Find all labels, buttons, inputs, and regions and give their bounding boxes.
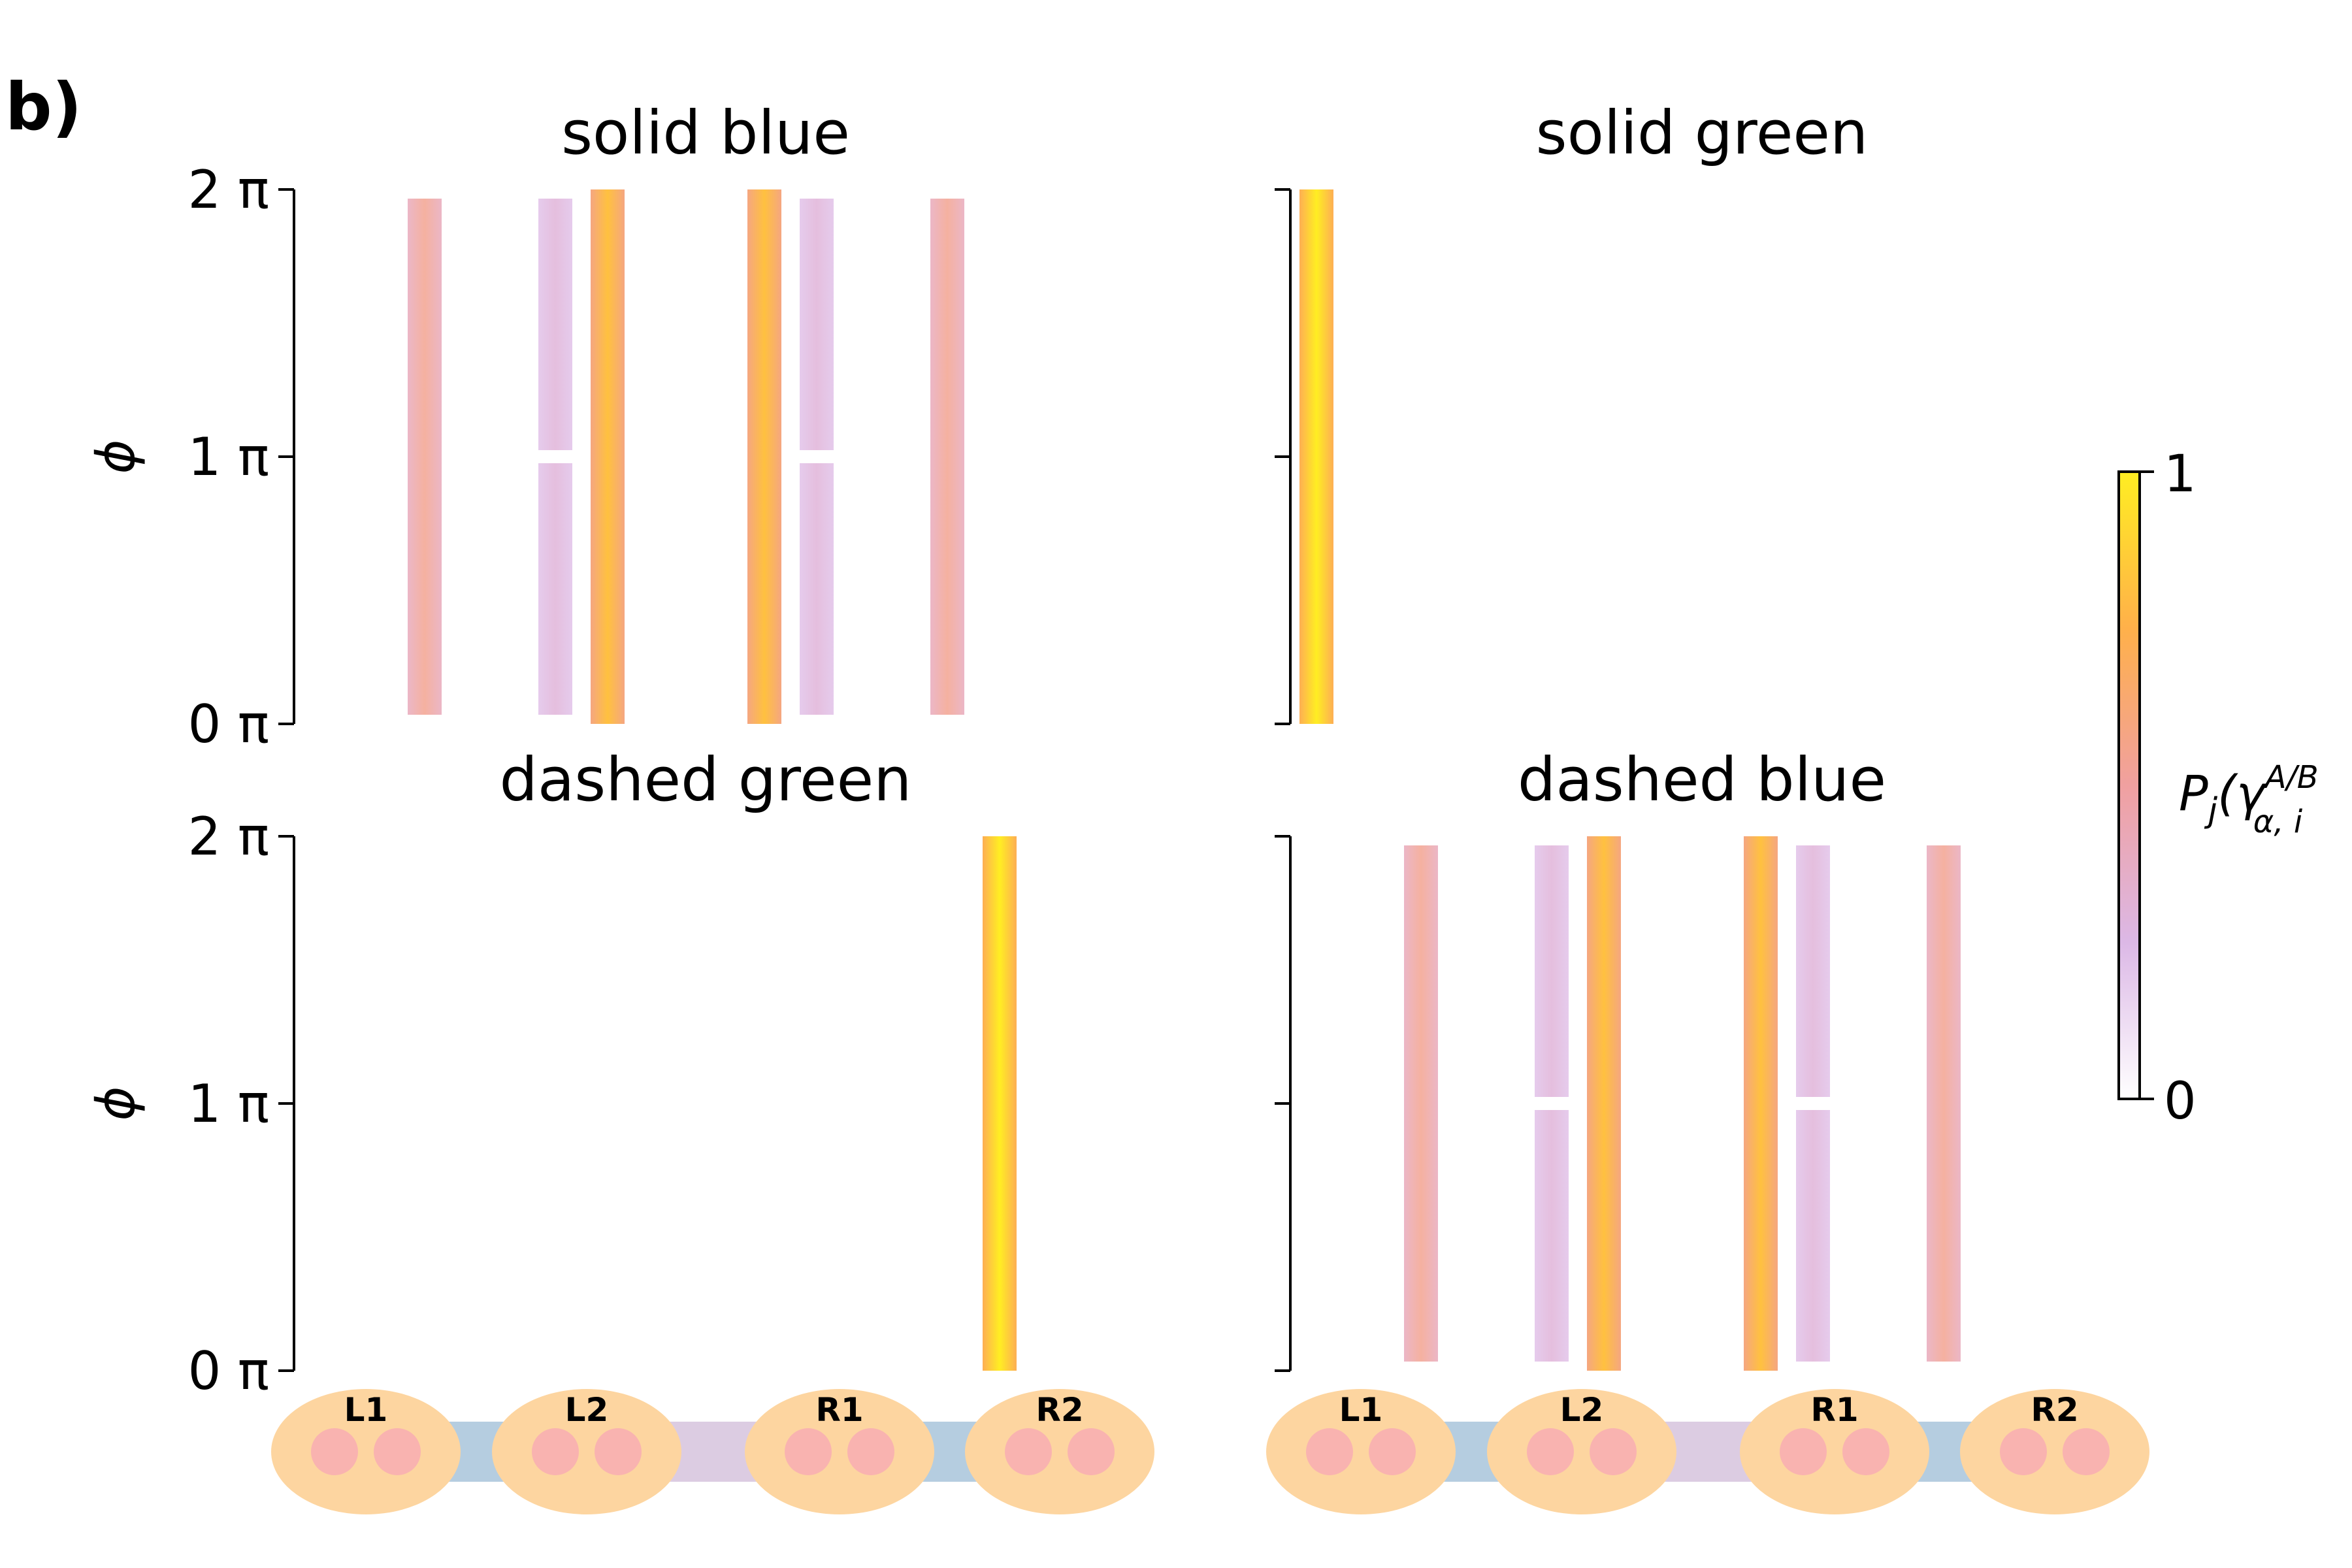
heatmap-column [1535, 845, 1569, 1097]
y-tick-label: 1 π [188, 427, 270, 487]
chain-site [1740, 1389, 1929, 1514]
y-tick-label: 1 π [188, 1073, 270, 1134]
heatmap-column [1927, 845, 1961, 1362]
heatmap-column [747, 189, 781, 724]
chain-site-dot [595, 1428, 642, 1475]
colorbar-label-sup: A/B [2263, 759, 2319, 796]
chain-site-dot [311, 1428, 358, 1475]
chain-site-dot [532, 1428, 579, 1475]
y-tick-label: 2 π [188, 159, 270, 220]
chain-site-dot [1842, 1428, 1889, 1475]
chain-site-label: L2 [1560, 1391, 1604, 1429]
chain-site-label: R2 [2031, 1391, 2078, 1429]
colorbar-label-subscript: α, i [2253, 804, 2303, 840]
y-tick-label: 2 π [188, 806, 270, 867]
chain-site-dot [1369, 1428, 1416, 1475]
panel-label: b) [5, 69, 82, 145]
heatmap-column [1744, 836, 1778, 1371]
chain-site-dot [785, 1428, 832, 1475]
heatmap-column [1535, 1110, 1569, 1362]
chain-site [745, 1389, 934, 1514]
heatmap-column [930, 199, 964, 715]
heatmap-column [538, 199, 572, 450]
heatmap-column [800, 463, 834, 715]
colorbar-tick-label-bottom: 0 [2164, 1072, 2197, 1131]
heatmap-column [1299, 189, 1333, 724]
heatmap-column [408, 199, 442, 715]
colorbar-label-rest: (γ [2217, 766, 2268, 822]
chain-site [1266, 1389, 1456, 1514]
chain-site-dot [1527, 1428, 1574, 1475]
panel-2: dashed green 0 π 1 π 2 π ϕ [86, 745, 1017, 1401]
y-tick-label: 0 π [188, 694, 270, 755]
y-tick-label: 0 π [188, 1341, 270, 1401]
panel-0: solid blue 0 π 1 π 2 π ϕ [86, 98, 964, 755]
chain-site-dot [1306, 1428, 1353, 1475]
colorbar-tick-label-top: 1 [2164, 445, 2197, 504]
chain-diagram-1: L1 L2 R1 R2 [1266, 1389, 2149, 1514]
chain-site [965, 1389, 1154, 1514]
heatmap-column [1404, 845, 1438, 1362]
heatmap-column [983, 836, 1017, 1371]
panels: solid blue 0 π 1 π 2 π ϕ solid green dashed gr… [86, 98, 1961, 1401]
chain-diagrams: L1 L2 R1 R2 L1 L2 R1 R2 [271, 1389, 2149, 1514]
chain-site-dot [1005, 1428, 1052, 1475]
heatmap-column [800, 199, 834, 450]
chain-site-dot [1068, 1428, 1115, 1475]
y-axis-label: ϕ [86, 1086, 146, 1121]
panel-3: dashed blue [1275, 745, 1961, 1372]
chain-site-dot [2000, 1428, 2047, 1475]
chain-site-label: L2 [565, 1391, 609, 1429]
colorbar-label-main: P [2179, 766, 2208, 822]
chain-site-dot [374, 1428, 421, 1475]
colorbar-label-sub: j [2204, 791, 2218, 830]
colorbar: 1 0 Pj(γA/B α, i [2117, 445, 2319, 1131]
chain-site-label: R2 [1036, 1391, 1083, 1429]
y-axis-label: ϕ [86, 440, 146, 474]
colorbar-label: Pj(γA/B α, i [2179, 759, 2319, 840]
panel-1: solid green [1275, 98, 1869, 725]
heatmap-column [1796, 845, 1830, 1097]
chain-site-label: R1 [1810, 1391, 1858, 1429]
heatmap-column [538, 463, 572, 715]
chain-site-label: R1 [815, 1391, 863, 1429]
chain-diagram-0: L1 L2 R1 R2 [271, 1389, 1154, 1514]
panel-title: solid blue [561, 98, 850, 168]
heatmap-column [591, 189, 625, 724]
chain-site-label: L1 [344, 1391, 388, 1429]
heatmap-column [1796, 1110, 1830, 1362]
chain-site [492, 1389, 681, 1514]
chain-site [1487, 1389, 1676, 1514]
chain-site [271, 1389, 461, 1514]
panel-title: dashed green [500, 745, 912, 815]
heatmap-column [1587, 836, 1621, 1371]
chain-site [1960, 1389, 2149, 1514]
chain-site-dot [2063, 1428, 2110, 1475]
colorbar-gradient [2117, 470, 2141, 1100]
chain-site-dot [847, 1428, 894, 1475]
panel-title: solid green [1536, 98, 1869, 168]
chain-site-label: L1 [1339, 1391, 1383, 1429]
panel-title: dashed blue [1518, 745, 1886, 815]
chain-site-dot [1590, 1428, 1637, 1475]
chain-site-dot [1780, 1428, 1827, 1475]
